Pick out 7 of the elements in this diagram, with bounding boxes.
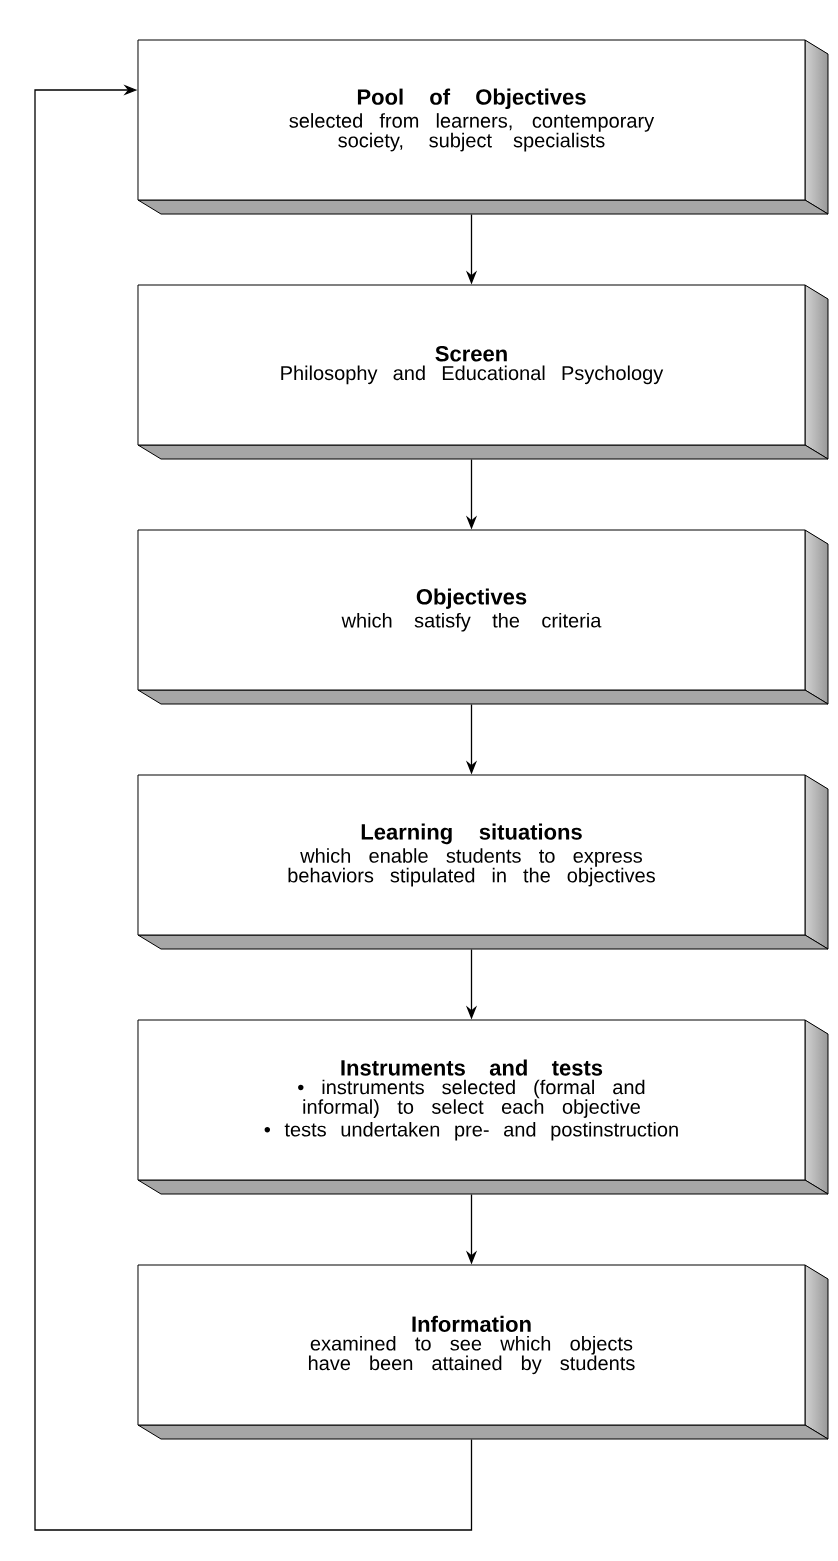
process-box: Screen Philosophy and Educational Psychology: [137, 284, 829, 460]
process-box: Learning situations which enable students to express behaviors stipulated in the objectives: [137, 774, 829, 950]
process-box: Information examined to see which objects have been attained by students: [137, 1264, 829, 1440]
arrow: [34, 84, 473, 1531]
process-box: Instruments and tests • instruments selected (formal and informal) to select each objective • tests undertaken pre- and postinstruction: [137, 1019, 829, 1195]
process-box: Objectives which satisfy the criteria: [137, 529, 829, 705]
process-box: Pool of Objectives selected from learners, contemporary society, subject specialists: [137, 39, 829, 215]
